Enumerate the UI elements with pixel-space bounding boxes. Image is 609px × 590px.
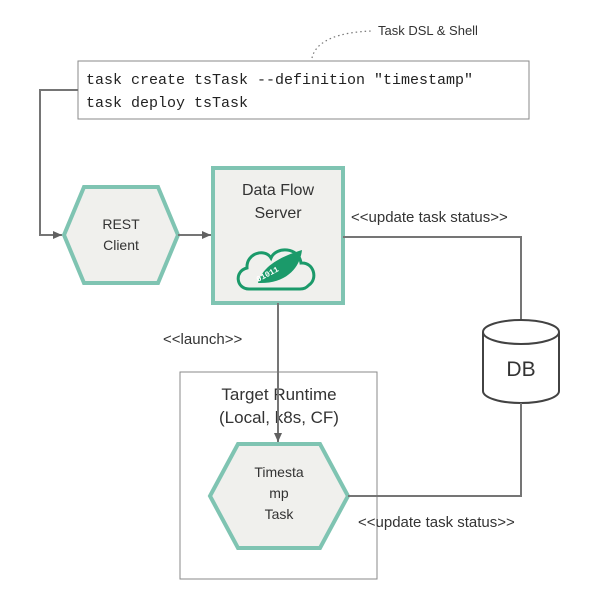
timestamp-task-label-line3: Task (265, 506, 295, 522)
data-flow-server-label-line2: Server (254, 205, 302, 222)
timestamp-task-label-line2: mp (269, 485, 289, 501)
annotation-connector (311, 30, 373, 59)
db-cylinder-top (482, 319, 560, 345)
task-to-db-connector (348, 403, 522, 497)
rest-client-label-line2: Client (103, 237, 139, 253)
command-line-1: task create tsTask --definition "timesta… (86, 72, 473, 89)
update-status-label-top: <<update task status>> (351, 209, 508, 226)
data-flow-server-node (211, 166, 345, 305)
update-status-label-bottom: <<update task status>> (358, 514, 515, 531)
timestamp-task-label-line1: Timesta (254, 464, 303, 480)
rest-client-label-line1: REST (102, 216, 140, 232)
annotation-label: Task DSL & Shell (378, 23, 478, 38)
leaf-icon (258, 250, 302, 284)
command-box (77, 60, 530, 120)
rest-client-node (61, 185, 181, 285)
db-label: DB (506, 358, 535, 381)
cli-to-rest-connector (39, 89, 78, 239)
data-flow-server-label-line1: Data Flow (242, 182, 314, 199)
command-line-2: task deploy tsTask (86, 95, 248, 112)
launch-label: <<launch>> (163, 331, 242, 348)
server-to-db-connector (343, 236, 522, 322)
cloud-icon (236, 248, 316, 291)
